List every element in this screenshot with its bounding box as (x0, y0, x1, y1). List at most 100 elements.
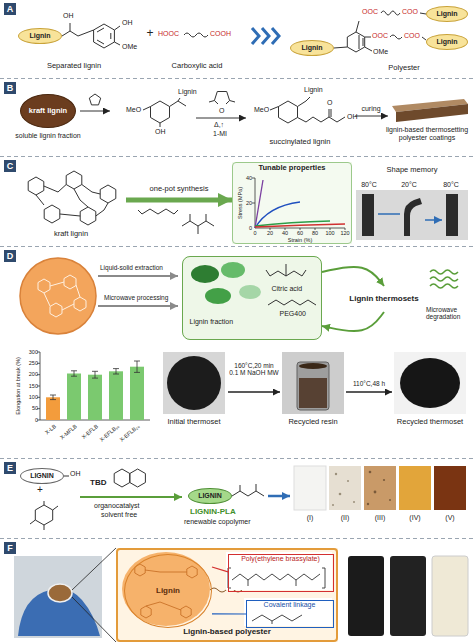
fraction-box-fill (268, 300, 316, 305)
axis-tick: 150 (29, 383, 38, 389)
atom-label: OH (63, 12, 74, 20)
microwave-symbol (430, 284, 458, 288)
group-label: Lignin (178, 88, 197, 96)
lignin-blob (50, 303, 62, 317)
lignin-blob (64, 275, 76, 289)
copolymer-sample (353, 501, 355, 503)
photo: Initial thermoset (160, 352, 228, 430)
chemical-structure (182, 214, 214, 234)
lignin-oval: Lignin (426, 6, 468, 22)
chemical-structure (270, 97, 345, 122)
temperature-label: 20°C (401, 181, 417, 189)
lignin-oval: LIGNIN (188, 488, 232, 504)
polyester-schematic (226, 552, 332, 590)
shape-memory-photo (362, 194, 374, 236)
chemical-structure (64, 476, 69, 477)
process-arrow (98, 276, 178, 306)
node-text: Recycled resin (288, 418, 337, 427)
axis-tick: 250 (29, 360, 38, 366)
chemical-structure (381, 11, 400, 15)
copolymer-sample (294, 466, 466, 510)
axis-tick: 20 (246, 200, 252, 206)
node-text: Tunable properties (259, 164, 326, 173)
polyester-schematic (244, 598, 332, 626)
kraft-lignin-oval: kraft lignin (20, 94, 76, 128)
axis-tick: 200 (29, 371, 38, 377)
panel-letter: F (4, 542, 16, 554)
caption: Shape memory (387, 166, 438, 175)
reaction-arrow (80, 496, 290, 497)
node-text: Lignin-based polyester (183, 627, 271, 636)
chemical-structure (184, 33, 208, 37)
polyester-schematic (252, 615, 302, 624)
condition-label: 1-MI (213, 130, 227, 138)
axis-title: Stress (MPa) (237, 187, 243, 219)
plot-area (232, 162, 352, 244)
sample-photo (163, 352, 466, 414)
chemical-structure (44, 205, 60, 223)
lignin-blob (44, 282, 80, 310)
chemical-structure (151, 101, 170, 123)
fraction-box-fill (239, 285, 261, 299)
panel-band: FLignin-based polyesterLigninPoly(ethyle… (0, 539, 474, 644)
axis-tick: X-EFLB₁₀ (98, 423, 120, 443)
panel-letter: E (4, 462, 16, 474)
polyester-schematic (145, 570, 187, 610)
polyester-schematic (135, 564, 197, 618)
node-text: Poly(ethylene brassylate) (241, 555, 320, 563)
bar-chart (109, 371, 123, 420)
node-text: Initial thermoset (168, 418, 221, 427)
structure-figure: kraft lignin (16, 166, 126, 242)
lignin-oval: Lignin (290, 40, 334, 56)
panel-letter: A (4, 3, 16, 15)
connector (212, 567, 228, 572)
node-text: Lignin (302, 44, 323, 52)
chemical-structure (30, 469, 264, 530)
fraction-box-fill (205, 288, 231, 304)
sample-label: (III) (375, 514, 386, 522)
node-text: Lignin (30, 32, 51, 40)
chemical-structure (28, 171, 214, 234)
polymer-box: Poly(ethylene brassylate) (228, 554, 334, 592)
group-label: COO (402, 8, 418, 16)
sample-photo (297, 362, 329, 410)
bar-chart (130, 367, 144, 420)
group-label: COO (404, 32, 420, 40)
microwave-symbol (430, 270, 458, 288)
panel-divider (0, 156, 474, 157)
sample-photo (282, 352, 344, 414)
group-label: OMe (122, 43, 137, 51)
group-label: OMe (373, 48, 388, 56)
panel-divider (0, 538, 474, 539)
lignin-oval: LIGNIN (20, 468, 64, 484)
caption: Polyester (388, 64, 419, 73)
temperature-label: 80°C (361, 181, 377, 189)
chemical-structure (209, 92, 235, 105)
connector (228, 391, 280, 393)
thermoset-box: Lignin thermosets (346, 286, 422, 312)
shape-memory-photo (404, 198, 422, 236)
chemical-structure (130, 469, 146, 487)
catalyst-label: TBD (90, 478, 106, 487)
axis-tick: 0 (35, 417, 38, 423)
connector (126, 197, 232, 202)
panel-letter: B (4, 82, 16, 94)
sample-photo (299, 378, 327, 408)
copolymer-sample (389, 499, 391, 501)
bar-chart (37, 352, 150, 420)
chemical-structure (80, 92, 388, 128)
polyester-schematic (141, 606, 151, 618)
chemical-structure (347, 32, 364, 52)
group-label: MeO (254, 106, 269, 114)
sample-photo (432, 556, 468, 636)
sample-photo (167, 356, 221, 410)
lignin-blob (38, 279, 50, 293)
polyester-schematic (116, 548, 338, 642)
sample-label: (V) (445, 514, 454, 522)
caption: lignin-based thermosetting polyester coa… (381, 126, 473, 142)
lignin-fraction-box: Lignin fractionCitric acidPEG400 (182, 256, 322, 340)
group-label: COOH (210, 30, 231, 38)
lignin-blob (74, 297, 86, 311)
axis-title: Elongation at break (%) (15, 357, 21, 414)
axis-tick: X-MFLB (59, 423, 79, 441)
